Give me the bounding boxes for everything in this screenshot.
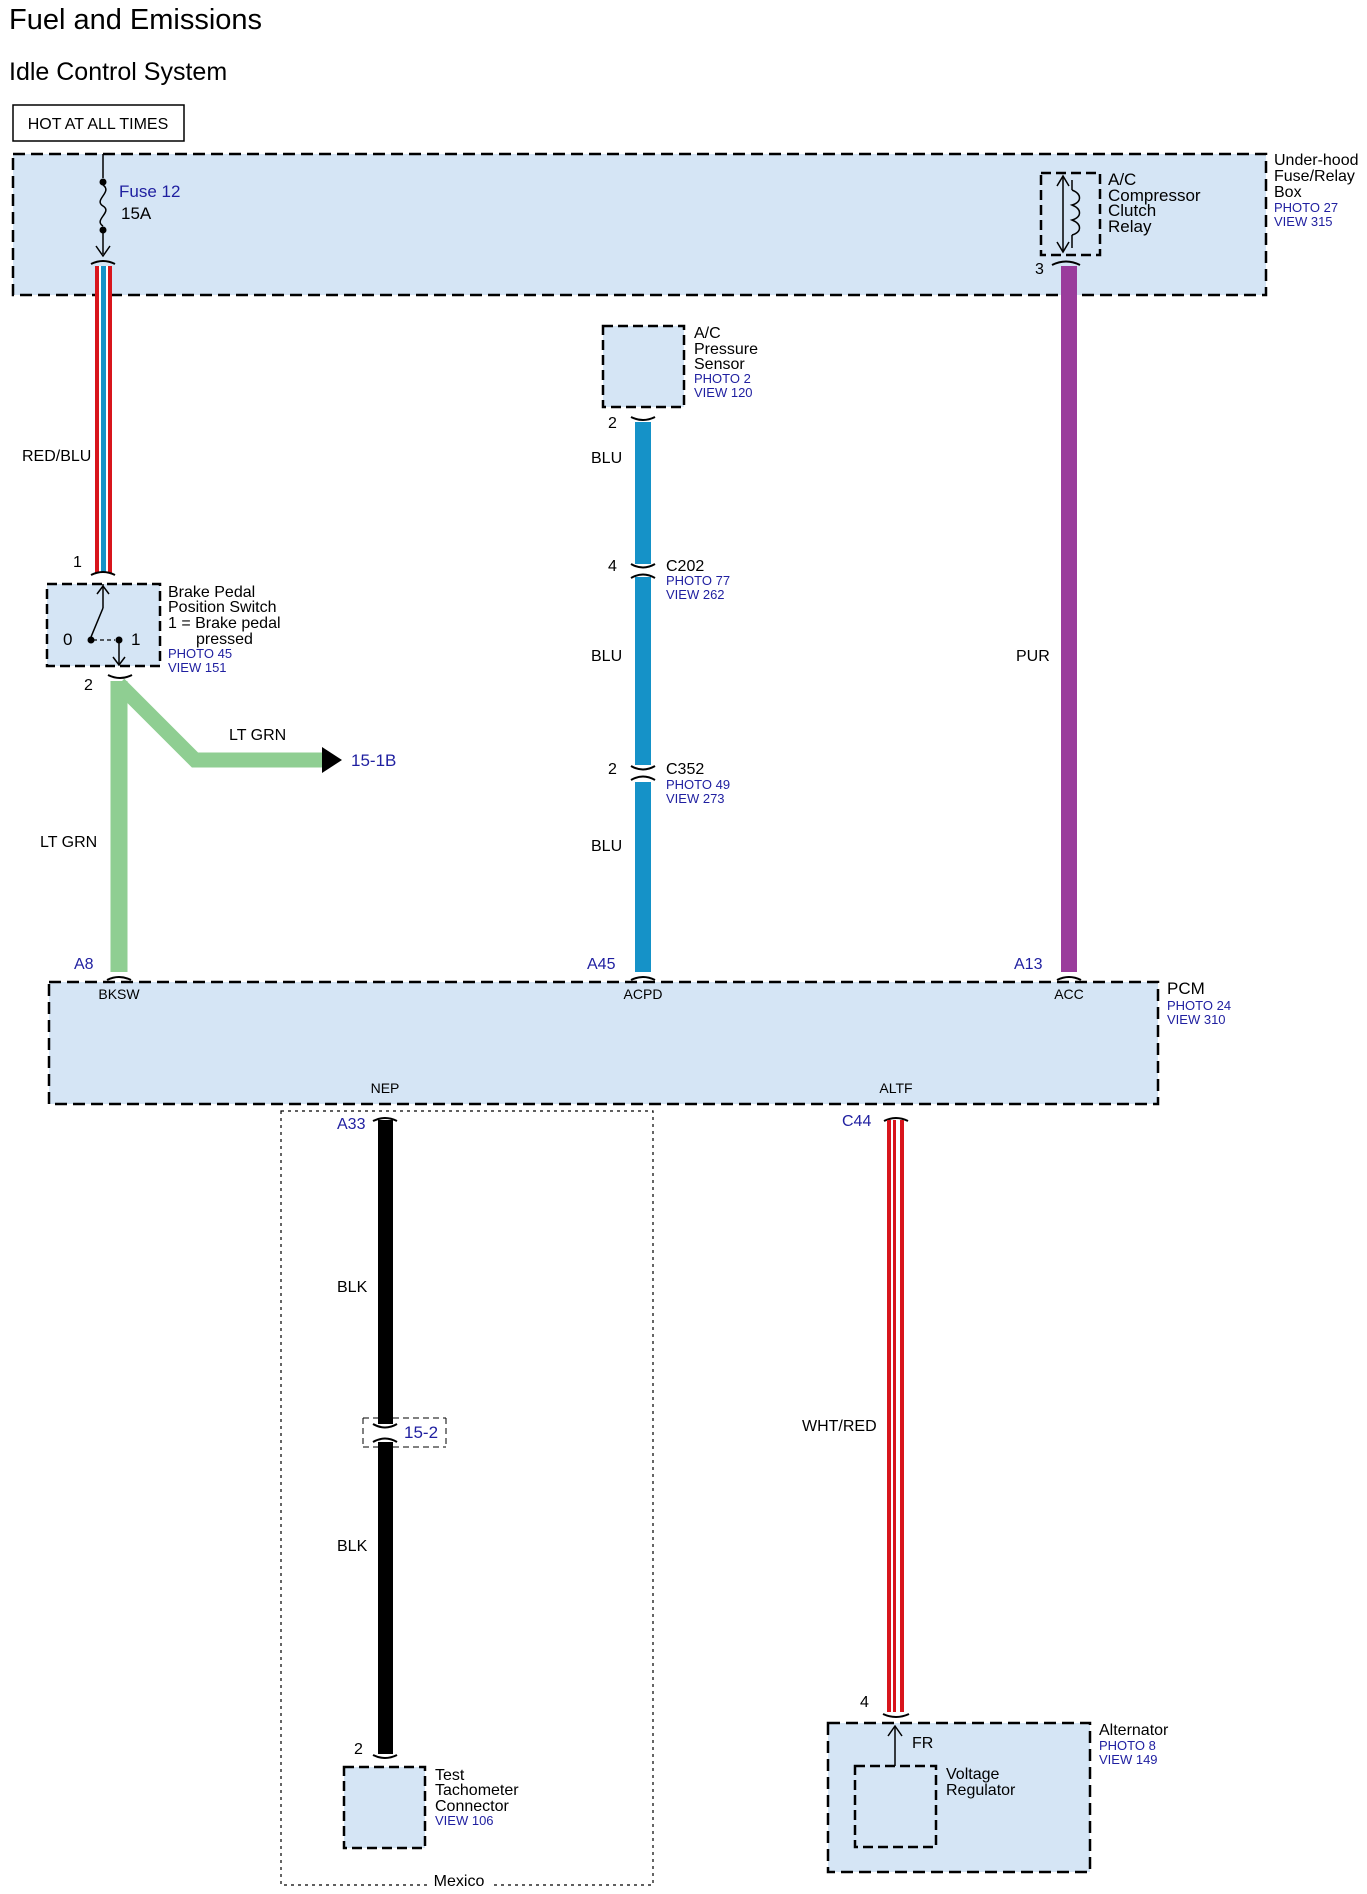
switch-position-1: 1 [131,630,140,649]
pressure-sensor-label-line-1: A/C [694,325,721,342]
c352-photo: PHOTO 49 [666,777,730,792]
brake-switch-pin-2: 2 [84,677,93,694]
alternator-fr-label: FR [912,1735,933,1752]
fuse-box-name-line-1: Under-hood [1274,152,1359,169]
c202-view: VIEW 262 [666,587,725,602]
wire-wht-red: C44 WHT/RED [802,1113,909,1712]
brake-switch-label-line-2: Position Switch [168,599,277,616]
switch-position-0: 0 [63,630,72,649]
c352-view: VIEW 273 [666,791,725,806]
c202-photo: PHOTO 77 [666,573,730,588]
voltage-regulator: Voltage Regulator [853,1764,1016,1849]
mexico-region: Mexico [280,1110,654,1890]
c202-pin-4: 4 [608,558,617,575]
pcm-name: PCM [1167,979,1205,998]
pressure-sensor-photo: PHOTO 2 [694,371,751,386]
pcm: A8 A45 A13 BKSW ACPD ACC NEP ALTF PCM PH… [47,956,1231,1106]
pcm-view: VIEW 310 [1167,1012,1226,1027]
c352-name: C352 [666,761,704,778]
hot-at-all-times-box: HOT AT ALL TIMES [12,104,185,142]
connector-15-2: 15-2 [362,1417,447,1448]
alternator-photo: PHOTO 8 [1099,1738,1156,1753]
wire-label-red-blu: RED/BLU [22,448,91,465]
brake-switch-label-line-4: pressed [196,631,253,648]
regulator-label-line-1: Voltage [946,1766,999,1783]
pcm-pin-a13: A13 [1014,956,1043,973]
test-tachometer-connector: 2 Test Tachometer Connector VIEW 106 [342,1741,519,1850]
relay-label-line-4: Relay [1108,217,1152,236]
brake-switch-pin-1: 1 [73,554,82,571]
wire-blu: BLU BLU BLU [591,422,651,972]
relay-label-line-1: A/C [1108,170,1136,189]
ac-compressor-clutch-relay: A/C Compressor Clutch Relay 3 [1035,170,1201,278]
pcm-pin-name-bksw: BKSW [98,986,140,1002]
branch-arrow-icon [322,747,342,773]
fuse-rating: 15A [121,204,152,223]
connector-c202: 4 C202 PHOTO 77 VIEW 262 [608,558,730,602]
pressure-sensor-view: VIEW 120 [694,385,753,400]
pressure-sensor-pin-2: 2 [608,415,617,432]
c352-pin-2: 2 [608,761,617,778]
tach-pin-2: 2 [354,1741,363,1758]
wire-blk: A33 BLK BLK [337,1116,398,1754]
brake-switch-label-line-1: Brake Pedal [168,584,255,601]
wire-red-blu: RED/BLU [22,266,112,573]
wire-label-pur: PUR [1016,648,1050,665]
wire-pur: PUR [1016,266,1077,972]
fuse-name: Fuse 12 [119,182,180,201]
fuse-box-view: VIEW 315 [1274,214,1333,229]
pcm-pin-name-acc: ACC [1054,986,1084,1002]
fuse-12: Fuse 12 15A [90,154,180,265]
wire-label-lt-grn: LT GRN [40,834,97,851]
regulator-label-line-2: Regulator [946,1782,1016,1799]
brake-switch-view: VIEW 151 [168,660,227,675]
fuse-box-name-line-3: Box [1274,184,1302,201]
alternator-name: Alternator [1099,1722,1169,1739]
wire-label-blk-1: BLK [337,1279,368,1296]
pcm-photo: PHOTO 24 [1167,998,1231,1013]
fuse-box-name-line-2: Fuse/Relay [1274,168,1355,185]
pressure-sensor-label-line-2: Pressure [694,341,758,358]
wire-label-lt-grn-branch: LT GRN [229,727,286,744]
brake-pedal-position-switch: 0 1 Brake Pedal Position Switch 1 = Brak… [45,582,281,675]
underhood-fuse-relay-box: Fuse 12 15A A/C Compressor Clutch Relay … [11,152,1359,297]
relay-label-line-2: Compressor [1108,186,1201,205]
connector-15-2-label: 15-2 [404,1423,438,1442]
wire-lt-grn: 15-1B LT GRN LT GRN [40,678,396,972]
pcm-pin-c44: C44 [842,1113,871,1130]
fuse-box-photo: PHOTO 27 [1274,200,1338,215]
wire-label-blu-1: BLU [591,450,622,467]
branch-reference-15-1b: 15-1B [351,751,396,770]
pcm-pin-a45: A45 [587,956,616,973]
connector-c352: 2 C352 PHOTO 49 VIEW 273 [608,761,730,806]
wire-label-blk-2: BLK [337,1538,368,1555]
c202-name: C202 [666,558,704,575]
relay-label-line-3: Clutch [1108,201,1156,220]
alternator-pin-4: 4 [860,1694,869,1711]
mexico-label: Mexico [434,1873,485,1890]
pcm-pin-name-altf: ALTF [879,1080,912,1096]
pcm-pin-name-nep: NEP [371,1080,400,1096]
relay-pin-3: 3 [1035,261,1044,278]
brake-switch-photo: PHOTO 45 [168,646,232,661]
page-subtitle: Idle Control System [9,58,227,86]
alternator: FR Voltage Regulator Alternator PHOTO 8 … [826,1721,1169,1874]
pcm-pin-a33: A33 [337,1116,366,1133]
page-title: Fuel and Emissions [9,4,262,36]
pcm-pin-a8: A8 [74,956,94,973]
tach-label-line-1: Test [435,1767,465,1784]
brake-switch-label-line-3: 1 = Brake pedal [168,615,281,632]
tach-label-line-2: Tachometer [435,1782,519,1799]
ac-pressure-sensor: A/C Pressure Sensor PHOTO 2 VIEW 120 [601,324,758,409]
pcm-pin-name-acpd: ACPD [624,986,663,1002]
alternator-view: VIEW 149 [1099,1752,1158,1767]
hot-at-all-times-label: HOT AT ALL TIMES [28,116,169,133]
wire-label-blu-2: BLU [591,648,622,665]
tach-view: VIEW 106 [435,1813,494,1828]
wire-label-blu-3: BLU [591,838,622,855]
wire-label-wht-red: WHT/RED [802,1418,877,1435]
pressure-sensor-label-line-3: Sensor [694,356,745,373]
tach-label-line-3: Connector [435,1798,509,1815]
